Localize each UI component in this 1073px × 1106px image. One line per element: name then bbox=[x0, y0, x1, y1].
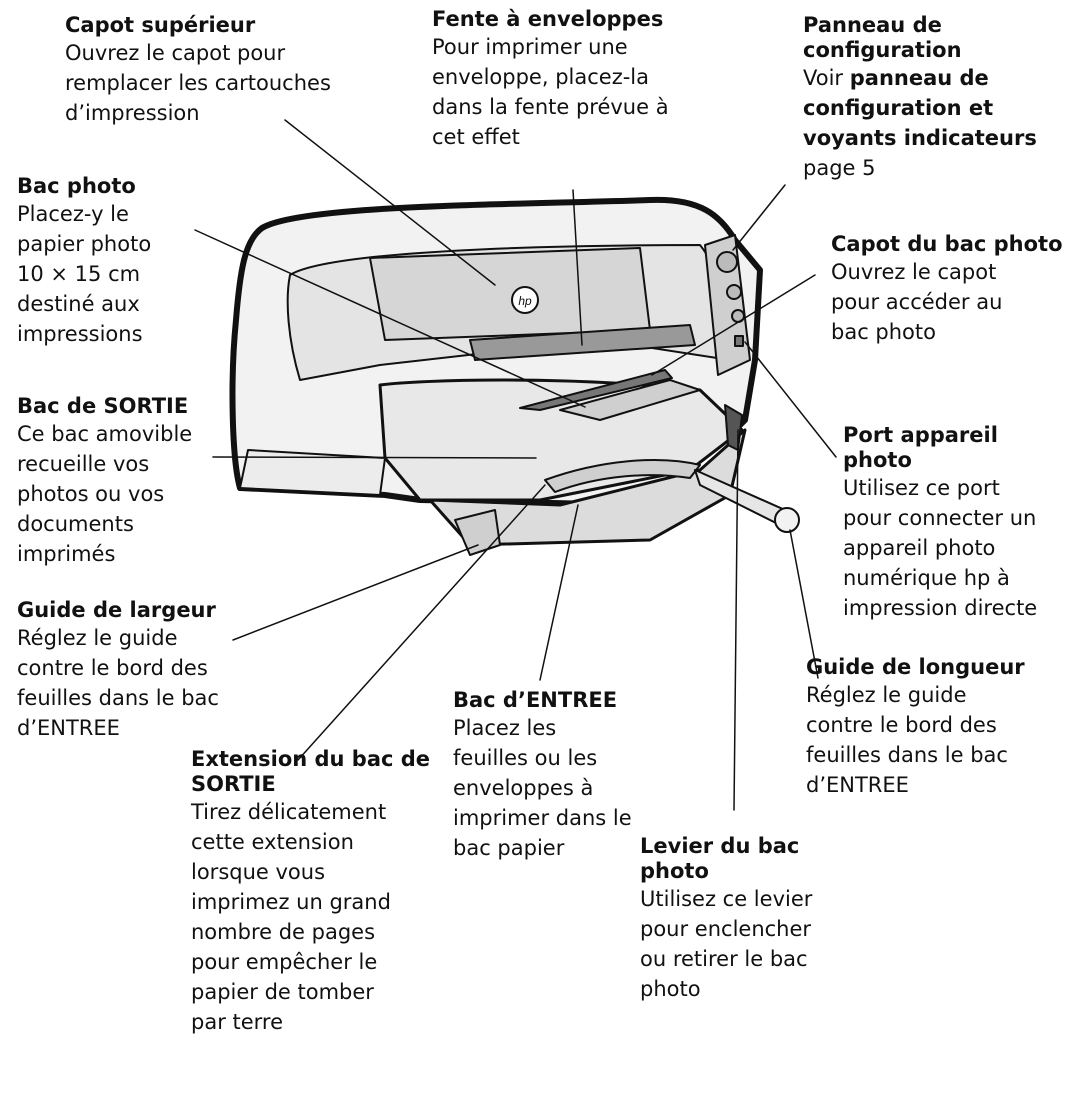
top-cover-window bbox=[369, 247, 651, 341]
callout-photo-lever: Levier du bac photo Utilisez ce levier p… bbox=[640, 834, 812, 1004]
callout-output-extension: Extension du bac de SORTIE Tirez délicat… bbox=[191, 747, 430, 1037]
callout-title: Capot supérieur bbox=[65, 13, 256, 37]
callout-title: Extension du bac de SORTIE bbox=[191, 747, 431, 796]
callout-control-panel: Panneau de configuration Voir panneau de… bbox=[803, 13, 1037, 183]
leader-output-extension bbox=[297, 484, 546, 761]
leader-photo-tray-cover bbox=[651, 274, 816, 376]
leader-camera-port bbox=[744, 341, 837, 458]
callout-body: Voir panneau de configuration et voyants… bbox=[803, 66, 1037, 180]
leader-input-tray bbox=[539, 504, 579, 681]
callout-title: Panneau de configuration bbox=[803, 13, 962, 62]
leader-output-tray bbox=[212, 456, 537, 459]
leader-photo-lever bbox=[733, 429, 739, 811]
photo-tray-cover bbox=[519, 369, 673, 411]
camera-port bbox=[734, 335, 744, 347]
callout-envelope-slot: Fente à enveloppes Pour imprimer une env… bbox=[432, 7, 669, 152]
callout-camera-port: Port appareil photo Utilisez ce port pou… bbox=[843, 423, 1037, 623]
callout-length-guide: Guide de longueur Réglez le guide contre… bbox=[806, 655, 1025, 800]
leader-width-guide bbox=[232, 544, 479, 641]
callout-body: Pour imprimer une enveloppe, placez-la d… bbox=[432, 35, 669, 149]
callout-body: Réglez le guide contre le bord des feuil… bbox=[806, 683, 1008, 797]
callout-title: Guide de largeur bbox=[17, 598, 216, 622]
callout-body: Tirez délicatement cette extension lorsq… bbox=[191, 800, 391, 1034]
callout-body: Ce bac amovible recueille vos photos ou … bbox=[17, 422, 193, 566]
callout-body: Utilisez ce port pour connecter un appar… bbox=[843, 476, 1038, 620]
callout-width-guide: Guide de largeur Réglez le guide contre … bbox=[17, 598, 219, 743]
callout-body: Utilisez ce levier pour enclencher ou re… bbox=[640, 887, 813, 1001]
callout-body: Placez les feuilles ou les enveloppes à … bbox=[453, 716, 632, 860]
callout-title: Bac photo bbox=[17, 174, 136, 198]
callout-top-cover: Capot supérieur Ouvrez le capot pour rem… bbox=[65, 13, 331, 128]
callout-photo-tray: Bac photo Placez-y le papier photo 10 × … bbox=[17, 174, 151, 349]
callout-body: Ouvrez le capot pour accéder au bac phot… bbox=[831, 260, 1003, 344]
leader-top-cover bbox=[284, 119, 496, 286]
callout-photo-tray-cover: Capot du bac photo Ouvrez le capot pour … bbox=[831, 232, 1063, 347]
callout-title: Fente à enveloppes bbox=[432, 7, 664, 31]
callout-title: Bac d’ENTREE bbox=[453, 688, 618, 712]
leader-length-guide bbox=[789, 529, 819, 679]
leader-photo-tray bbox=[194, 229, 586, 408]
leader-envelope-slot bbox=[572, 189, 583, 346]
callout-title: Capot du bac photo bbox=[831, 232, 1063, 256]
callout-title: Guide de longueur bbox=[806, 655, 1025, 679]
callout-title: Port appareil photo bbox=[843, 423, 998, 472]
resume-button bbox=[726, 284, 742, 300]
hp-logo-text: hp bbox=[518, 294, 532, 308]
callout-title: Levier du bac photo bbox=[640, 834, 800, 883]
length-guide-knob bbox=[774, 507, 800, 533]
callout-output-tray: Bac de SORTIE Ce bac amovible recueille … bbox=[17, 394, 192, 569]
leader-lines bbox=[194, 119, 837, 811]
callout-body: Réglez le guide contre le bord des feuil… bbox=[17, 626, 219, 740]
hp-logo bbox=[511, 286, 539, 314]
width-guide bbox=[454, 509, 501, 556]
callout-title: Bac de SORTIE bbox=[17, 394, 189, 418]
leader-control-panel bbox=[732, 184, 786, 251]
power-button bbox=[716, 251, 738, 273]
callout-body: Ouvrez le capot pour remplacer les carto… bbox=[65, 41, 331, 125]
photo-tray bbox=[559, 379, 701, 421]
callout-input-tray: Bac d’ENTREE Placez les feuilles ou les … bbox=[453, 688, 632, 863]
callout-body: Placez-y le papier photo 10 × 15 cm dest… bbox=[17, 202, 152, 346]
